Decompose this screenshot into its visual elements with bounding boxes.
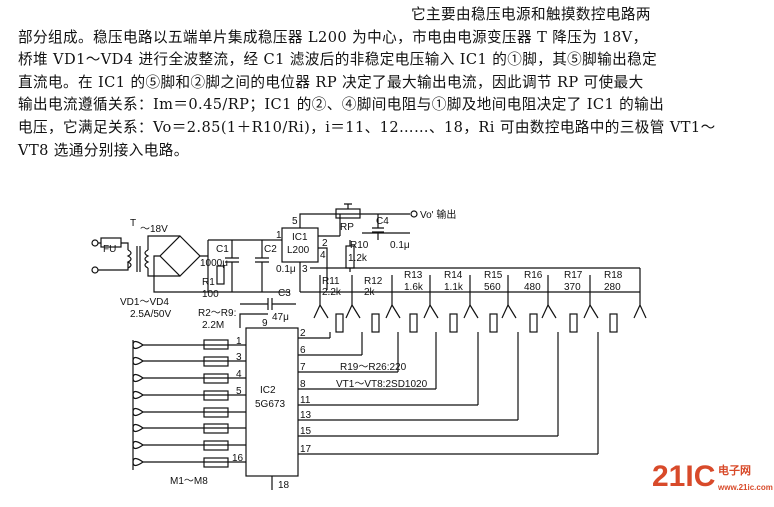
touch-label: M1～M8: [170, 476, 208, 487]
vt-note-label: VT1～VT8:2SD1020: [336, 379, 428, 390]
ic2-pin-7: 7: [300, 362, 306, 373]
ic1-pin-5: 5: [292, 216, 298, 227]
r17-name: R17: [564, 270, 583, 281]
r14-name: R14: [444, 270, 463, 281]
r13-value: 1.6k: [404, 282, 424, 293]
ic2-pin-11: 11: [300, 395, 311, 406]
ic2-pin-8: 8: [300, 379, 306, 390]
ic1-pin-4: 4: [320, 250, 326, 261]
c2-label: C2: [264, 244, 277, 255]
r10-label: R10: [350, 240, 369, 251]
ic2-label: IC2: [260, 385, 276, 396]
r18-value: 280: [604, 282, 621, 293]
ic2-pin-16: 16: [232, 453, 244, 464]
c3-label: C3: [278, 288, 291, 299]
r15-name: R15: [484, 270, 503, 281]
text-line: 桥堆 VD1～VD4 进行全波整流，经 C1 滤波后的非稳定电压输入 IC1 的…: [18, 51, 658, 69]
c2-value-label: 0.1μ: [276, 264, 296, 275]
ic2-pin-1: 1: [236, 336, 242, 347]
r16-value: 480: [524, 282, 541, 293]
watermark-suffix: 电子网: [718, 463, 751, 477]
c4-value-label: 0.1μ: [390, 240, 410, 251]
c1-value-label: 1000μ: [200, 258, 228, 269]
c1-label: C1: [216, 244, 229, 255]
r1-label: R1: [202, 277, 215, 288]
watermark-brand: 21IC: [652, 460, 715, 493]
r14-value: 1.1k: [444, 282, 464, 293]
resistor-bank: R11 2.2k R12 2k R13 1.6k R14 1.1k R15 56…: [322, 270, 623, 298]
r11-value: 2.2k: [322, 287, 342, 298]
r11-name: R11: [322, 276, 340, 287]
ic1-part-label: L200: [287, 245, 310, 256]
r2-r9-value-label: 2.2M: [202, 320, 224, 331]
transformer-label: T: [130, 218, 136, 229]
circuit-schematic: FU T ～18V VD1～VD4 2.5A/50V C1 1000μ C2 0…: [91, 203, 773, 493]
r17-value: 370: [564, 282, 581, 293]
ic2-pin-5: 5: [236, 386, 242, 397]
rectifier-rating-label: 2.5A/50V: [130, 309, 171, 320]
ic2-pin-13: 13: [300, 410, 312, 421]
text-line: 它主要由稳压电源和触摸数控电路两: [411, 6, 651, 23]
description-paragraph: 它主要由稳压电源和触摸数控电路两 部分组成。稳压电路以五端单片集成稳压器 L20…: [18, 4, 758, 162]
c4-label: C4: [376, 216, 389, 227]
ic2-pin-4: 4: [236, 369, 242, 380]
r16-name: R16: [524, 270, 543, 281]
ic2-pin-9: 9: [262, 318, 268, 329]
ic1-label: IC1: [292, 232, 308, 243]
text-line: 电压，它满足关系：Vo＝2.85(1＋R10/Ri)，i＝11、12……、18，…: [18, 118, 716, 136]
r15-value: 560: [484, 282, 501, 293]
r18-name: R18: [604, 270, 623, 281]
ic2-pin-18: 18: [278, 480, 290, 491]
r10-value-label: 1.2k: [348, 253, 368, 264]
rp-label: RP: [340, 222, 354, 233]
schematic-labels: FU T ～18V VD1～VD4 2.5A/50V C1 1000μ C2 0…: [103, 208, 456, 491]
r12-value: 2k: [364, 287, 376, 298]
ic2-part-label: 5G673: [255, 399, 285, 410]
ic2-pin-15: 15: [300, 426, 312, 437]
ic2-pin-2: 2: [300, 328, 306, 339]
r1-value-label: 100: [202, 289, 219, 300]
rectifier-label: VD1～VD4: [120, 297, 169, 308]
r2-r9-label: R2～R9:: [198, 308, 236, 319]
r13-name: R13: [404, 270, 423, 281]
watermark-url: www.21ic.com: [717, 483, 773, 492]
r12-name: R12: [364, 276, 383, 287]
ic2-pin-6: 6: [300, 345, 306, 356]
text-line: 直流电。在 IC1 的⑤脚和②脚之间的电位器 RP 决定了最大输出电流，因此调节…: [18, 73, 644, 91]
fuse-label: FU: [103, 244, 116, 255]
ac-voltage-label: ～18V: [140, 224, 168, 235]
ic2-pin-17: 17: [300, 444, 312, 455]
c3-value-label: 47μ: [272, 312, 289, 323]
text-line: VT8 选通分别接入电路。: [18, 141, 189, 159]
output-label: Vo' 输出: [420, 208, 456, 221]
r19-r26-label: R19～R26:220: [340, 362, 407, 373]
ic1-pin-2: 2: [322, 238, 328, 249]
ic1-pin-3: 3: [302, 264, 308, 275]
ic2-pin-3: 3: [236, 352, 242, 363]
site-watermark: 21IC 电子网 www.21ic.com: [652, 460, 773, 493]
ic1-pin-1: 1: [276, 230, 282, 241]
text-line: 输出电流遵循关系：Im＝0.45/RP；IC1 的②、④脚间电阻与①脚及地间电阻…: [18, 96, 665, 114]
text-line: 部分组成。稳压电路以五端单片集成稳压器 L200 为中心，市电由电源变压器 T …: [18, 28, 648, 46]
